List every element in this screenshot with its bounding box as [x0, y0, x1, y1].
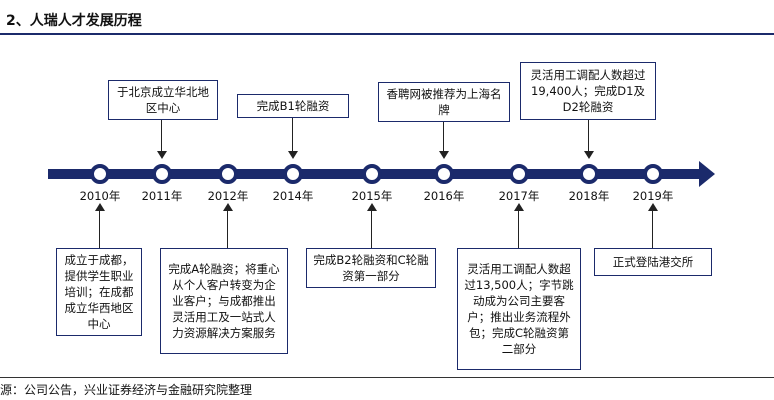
arrow-down-icon — [288, 151, 298, 159]
arrow-down-icon — [157, 151, 167, 159]
source-note: 源：公司公告，兴业证券经济与金融研究院整理 — [0, 383, 253, 397]
bottom-rule — [0, 377, 774, 378]
node-2018 — [579, 164, 599, 184]
year-label: 2016年 — [423, 189, 465, 203]
arrow-up-icon — [648, 203, 658, 211]
event-box-2016: 香聘网被推荐为上海名牌 — [378, 82, 510, 122]
year-label: 2018年 — [568, 189, 610, 203]
node-2019 — [643, 164, 663, 184]
event-box-2019: 正式登陆港交所 — [594, 248, 712, 276]
node-2012 — [218, 164, 238, 184]
arrow-up-icon — [367, 203, 377, 211]
year-label: 2010年 — [79, 189, 121, 203]
year-label: 2019年 — [632, 189, 674, 203]
connector-2018 — [588, 120, 589, 152]
connector-2012 — [227, 210, 228, 248]
event-box-2011: 于北京成立华北地区中心 — [108, 80, 218, 120]
node-2016 — [434, 164, 454, 184]
connector-2019 — [652, 210, 653, 248]
event-box-2018: 灵活用工调配人数超过19,400人；完成D1及D2轮融资 — [520, 62, 656, 120]
year-label: 2011年 — [141, 189, 183, 203]
node-2014 — [283, 164, 303, 184]
year-label: 2017年 — [498, 189, 540, 203]
node-2011 — [152, 164, 172, 184]
arrow-up-icon — [514, 203, 524, 211]
event-box-2014: 完成B1轮融资 — [237, 94, 349, 118]
event-box-2012: 完成A轮融资；将重心从个人客户转变为企业客户；与成都推出灵活用工及一站式人力资源… — [160, 248, 288, 354]
connector-2016 — [443, 122, 444, 152]
top-rule — [0, 33, 774, 35]
event-box-2015: 完成B2轮融资和C轮融资第一部分 — [306, 248, 436, 288]
node-2015 — [362, 164, 382, 184]
event-box-2017: 灵活用工调配人数超过13,500人；字节跳动成为公司主要客户；推出业务流程外包；… — [457, 248, 581, 370]
node-2010 — [90, 164, 110, 184]
connector-2011 — [161, 120, 162, 152]
arrow-up-icon — [223, 203, 233, 211]
arrow-down-icon — [439, 151, 449, 159]
connector-2017 — [518, 210, 519, 248]
event-box-2010: 成立于成都，提供学生职业培训；在成都成立华西地区中心 — [56, 248, 142, 336]
node-2017 — [509, 164, 529, 184]
connector-2015 — [371, 210, 372, 248]
year-label: 2012年 — [207, 189, 249, 203]
connector-2014 — [292, 118, 293, 152]
year-label: 2014年 — [272, 189, 314, 203]
section-title: 2、人瑞人才发展历程 — [6, 13, 142, 29]
arrow-up-icon — [95, 203, 105, 211]
arrow-down-icon — [584, 151, 594, 159]
connector-2010 — [99, 210, 100, 248]
year-label: 2015年 — [351, 189, 393, 203]
timeline-arrowhead — [699, 161, 715, 187]
